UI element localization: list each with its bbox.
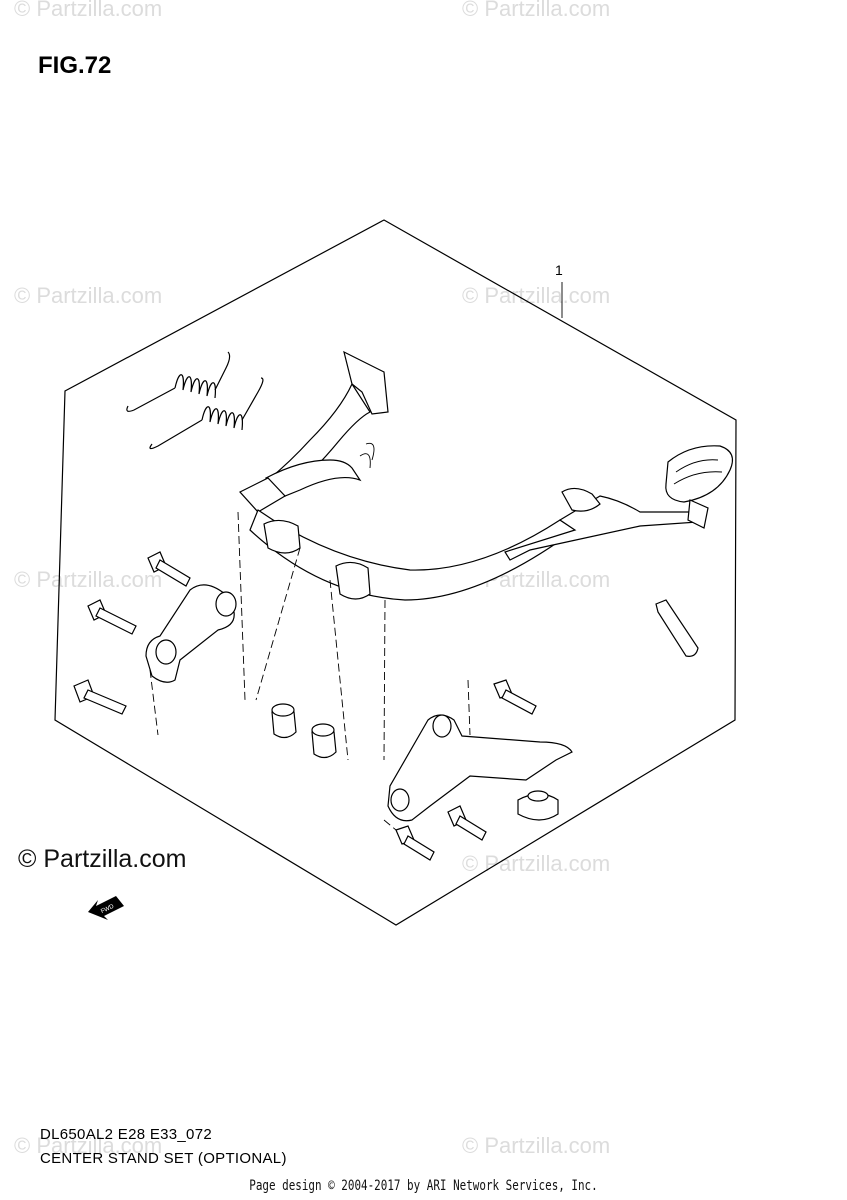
watermark: © Partzilla.com	[462, 283, 611, 308]
left-bracket	[145, 584, 237, 683]
spring-upper	[126, 351, 231, 412]
bolt-right-2	[447, 805, 487, 841]
fwd-arrow-icon	[88, 896, 124, 920]
watermark: © Partzilla.com	[14, 0, 163, 21]
pin	[655, 599, 699, 657]
rubber-stopper	[517, 790, 559, 821]
diagram-caption: CENTER STAND SET (OPTIONAL)	[40, 1150, 287, 1167]
spring-lower	[149, 377, 264, 450]
bolt-right-3	[395, 825, 435, 861]
watermark: © Partzilla.com	[14, 1133, 163, 1158]
fwd-badge-text: FWD	[100, 904, 116, 915]
collar-right	[311, 723, 337, 759]
watermark: © Partzilla.com	[462, 851, 611, 876]
watermark: © Partzilla.com	[462, 0, 611, 21]
diagram-code: DL650AL2 E28 E33_072	[40, 1126, 212, 1143]
collar-left	[271, 703, 297, 739]
page-footer: Page design © 2004-2017 by ARI Network S…	[249, 1178, 598, 1194]
watermark: © Partzilla.com	[14, 567, 163, 592]
figure-title: FIG.72	[38, 52, 112, 79]
bolt-left-3	[73, 679, 127, 715]
part-callout: 1	[555, 262, 563, 278]
center-stand-frame	[239, 350, 733, 601]
bolt-left-1	[147, 551, 191, 587]
watermark: © Partzilla.com	[462, 1133, 611, 1158]
copyright-notice: © Partzilla.com	[18, 845, 187, 873]
bolt-left-2	[87, 599, 137, 635]
watermark: © Partzilla.com	[14, 283, 163, 308]
alignment-guides	[149, 511, 471, 831]
bolt-right-1	[493, 679, 537, 715]
right-bracket	[387, 714, 573, 822]
assembly-boundary	[54, 219, 737, 926]
